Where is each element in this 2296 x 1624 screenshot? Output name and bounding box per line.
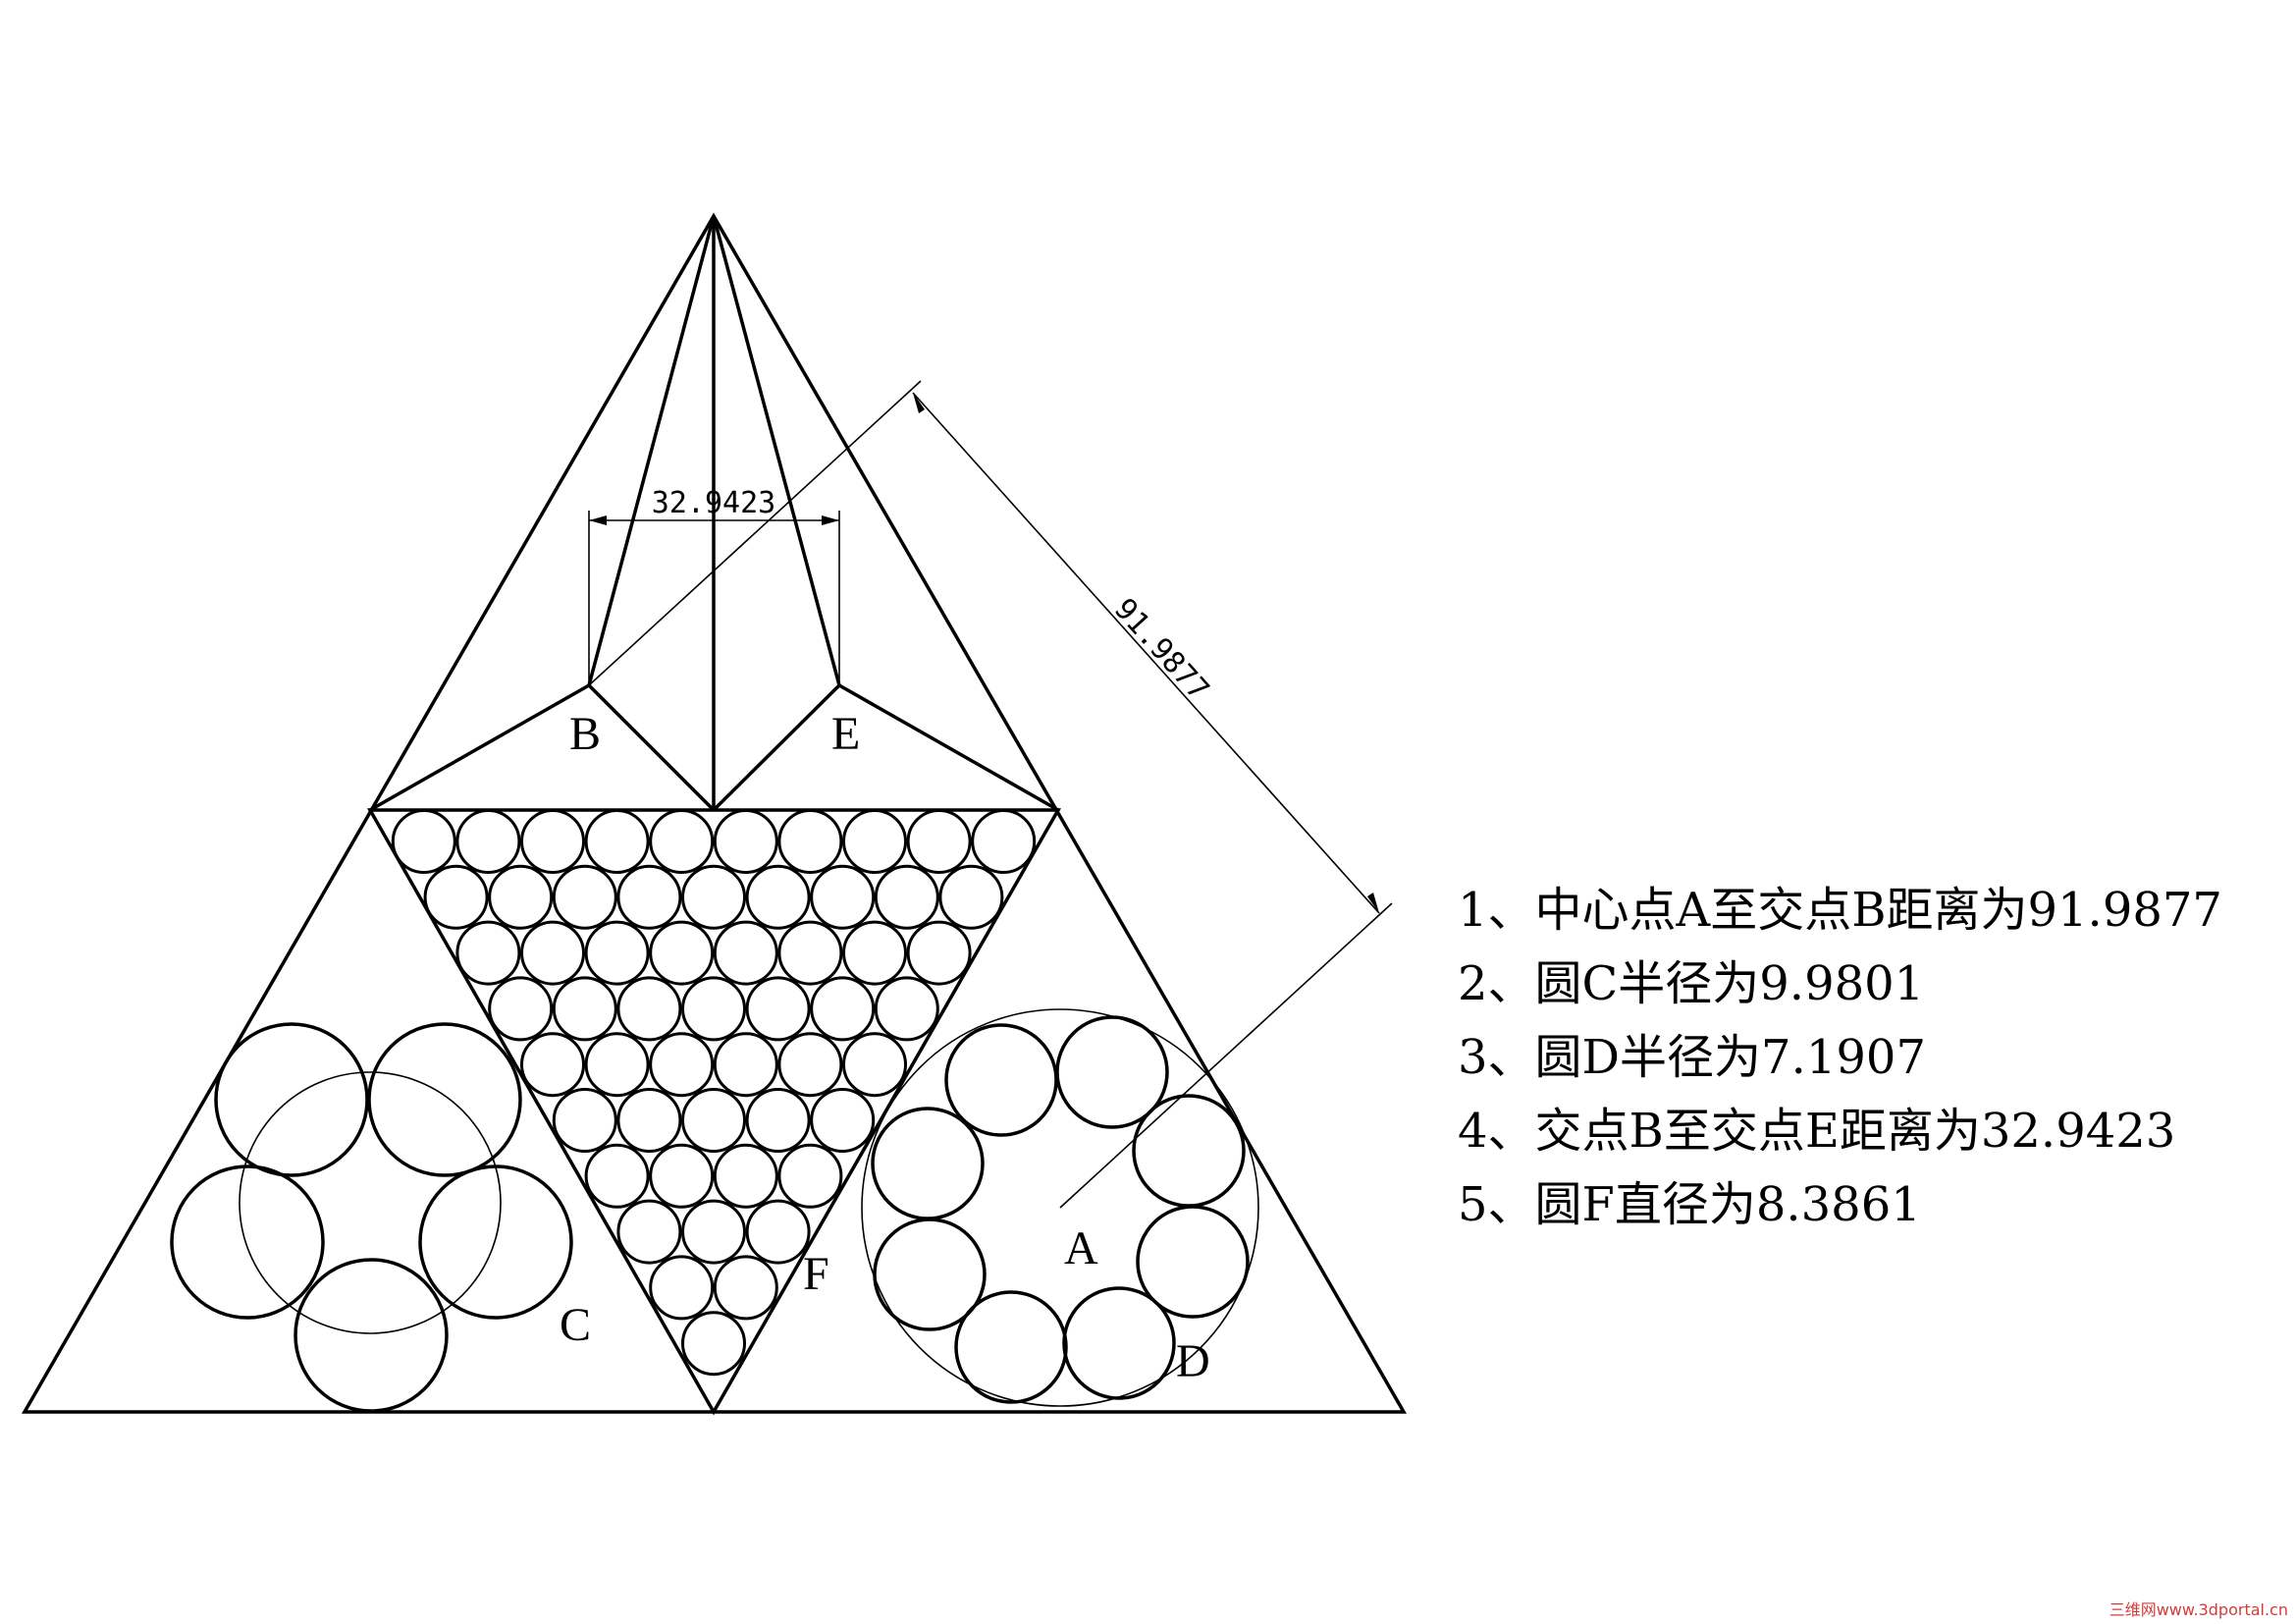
circle-f (906, 920, 972, 986)
construction-circle-c (239, 1071, 502, 1334)
circle-f (745, 976, 811, 1042)
circle-f (552, 864, 617, 930)
circle-f (681, 1088, 746, 1153)
circle-c-2 (367, 1022, 522, 1177)
circle-f (488, 976, 554, 1042)
dim-text-slanted: 91.9877 (1107, 592, 1216, 707)
note-2: 2、圆C半径为9.9801 (1458, 956, 1925, 1011)
circle-f (649, 1143, 715, 1209)
label-a: A (1064, 1222, 1098, 1274)
circle-f (649, 1032, 715, 1098)
circle-f (584, 920, 650, 986)
circle-f (520, 1032, 585, 1098)
arrow-left (589, 515, 607, 525)
circle-f (391, 809, 456, 874)
watermark: 三维网www.3dportal.cn (2109, 1600, 2288, 1619)
circle-d-2 (1055, 1015, 1169, 1129)
label-c: C (560, 1299, 591, 1351)
b-to-center-line (587, 683, 716, 812)
circle-f (584, 1032, 650, 1098)
circle-c-4 (418, 1164, 573, 1320)
circle-d-3 (1132, 1094, 1246, 1208)
notes-list: 1、中心点A至交点B距离为91.9877 2、圆C半径为9.9801 3、圆D半… (1458, 874, 2222, 1242)
circle-f (681, 976, 746, 1042)
dim-line-slanted (912, 392, 1380, 914)
circle-c-1 (214, 1022, 369, 1177)
circle-f (455, 809, 521, 874)
circle-f (455, 920, 521, 986)
circle-d-8 (1062, 1286, 1176, 1400)
label-f: F (803, 1248, 829, 1300)
circle-f (777, 920, 843, 986)
circle-f (938, 864, 1004, 930)
apex-to-e-line (712, 215, 841, 686)
circle-f (616, 1199, 682, 1265)
circle-c-5 (294, 1258, 449, 1413)
dim-text-horizontal: 32.9423 (652, 486, 775, 520)
e-to-right-line (838, 683, 1059, 812)
note-3: 3、圆D半径为7.1907 (1458, 1030, 1926, 1085)
arrow-slant-top (913, 393, 925, 413)
label-e: E (831, 708, 860, 760)
apex-to-b-line (587, 215, 716, 686)
circle-f (906, 809, 972, 874)
circle-f (681, 864, 746, 930)
circle-f (552, 976, 617, 1042)
circle-f (810, 1088, 876, 1153)
circle-f (584, 1143, 650, 1209)
arrow-right (822, 515, 839, 525)
circle-f (616, 864, 682, 930)
circle-f (713, 920, 778, 986)
note-5: 5、圆F直径为8.3861 (1458, 1177, 1921, 1232)
label-d: D (1176, 1335, 1210, 1387)
circle-f (681, 1311, 746, 1377)
circle-f (520, 809, 585, 874)
circle-f (713, 1255, 778, 1321)
note-4: 4、交点B至交点E距离为32.9423 (1458, 1104, 2176, 1159)
circle-f (423, 864, 489, 930)
circle-f (713, 1032, 778, 1098)
circle-f (552, 1088, 617, 1153)
circle-f (584, 809, 650, 874)
circle-f (874, 976, 939, 1042)
circle-f (488, 864, 554, 930)
circle-f (810, 976, 876, 1042)
circle-f (971, 809, 1037, 874)
dim-ext-b (588, 380, 922, 686)
circle-f (777, 1143, 843, 1209)
circle-f (713, 1143, 778, 1209)
circle-f (713, 809, 778, 874)
circle-f (745, 1088, 811, 1153)
note-1: 1、中心点A至交点B距离为91.9877 (1458, 883, 2222, 938)
b-to-left-line (369, 683, 590, 812)
circle-f (616, 976, 682, 1042)
circle-f (842, 920, 907, 986)
circle-c-3 (170, 1164, 325, 1320)
circle-d-7 (954, 1290, 1068, 1404)
construction-circle-d (861, 1008, 1259, 1407)
circle-d-5 (1136, 1205, 1250, 1319)
circle-f (681, 1199, 746, 1265)
circle-f (777, 809, 843, 874)
circle-f (810, 864, 876, 930)
circle-f (649, 1255, 715, 1321)
circle-f (520, 920, 585, 986)
circle-f (842, 809, 907, 874)
circle-f (745, 864, 811, 930)
e-to-center-line (712, 683, 841, 812)
arrow-slant-bottom (1367, 893, 1379, 913)
circle-f (777, 1032, 843, 1098)
circle-f (842, 1032, 907, 1098)
circle-f (874, 864, 939, 930)
circle-d-4 (871, 1107, 985, 1220)
circle-d-1 (944, 1023, 1058, 1137)
dim-ext-a (1059, 902, 1393, 1209)
circle-f (649, 920, 715, 986)
circle-f (649, 809, 715, 874)
circle-d-6 (873, 1218, 987, 1331)
circle-f (616, 1088, 682, 1153)
label-b: B (569, 708, 601, 760)
circle-f (745, 1199, 811, 1265)
